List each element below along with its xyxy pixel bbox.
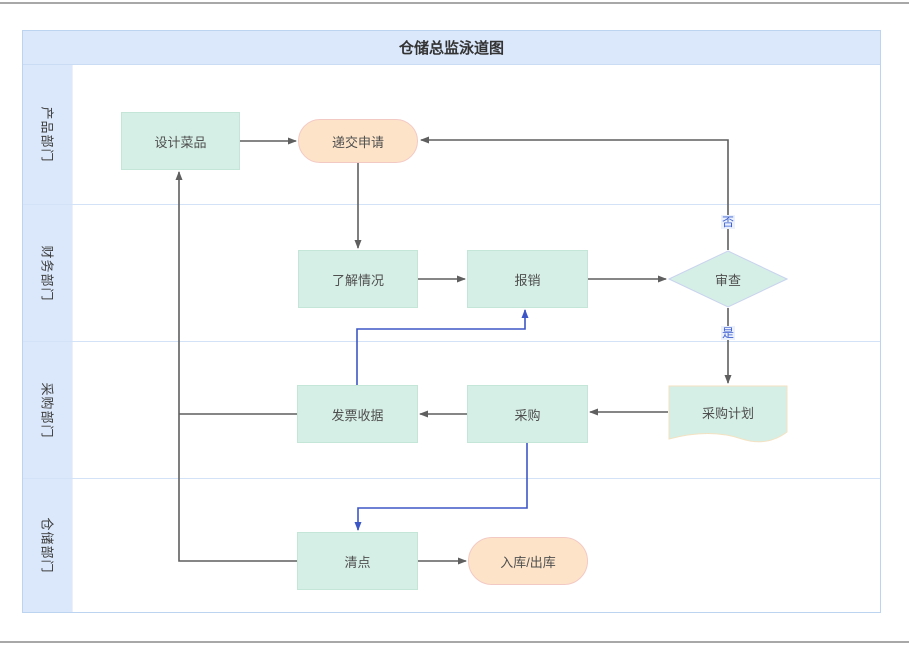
node-label: 审查 xyxy=(714,272,741,288)
node-label: 设计菜品 xyxy=(154,134,207,150)
node-purchase[interactable]: 采购 xyxy=(467,385,588,443)
node-submit[interactable]: 递交申请 xyxy=(298,119,418,163)
node-reimburse[interactable]: 报销 xyxy=(467,250,588,308)
node-label: 了解情况 xyxy=(331,272,384,288)
node-label: 采购计划 xyxy=(701,405,754,421)
lane-label-text: 采购部门 xyxy=(39,381,55,439)
decision-diamond-shape xyxy=(668,250,788,308)
node-label: 报销 xyxy=(514,272,541,288)
node-count[interactable]: 清点 xyxy=(297,532,418,590)
decision-branch-yes-label: 是 xyxy=(720,326,736,340)
node-label: 递交申请 xyxy=(331,134,384,150)
node-design[interactable]: 设计菜品 xyxy=(121,112,240,170)
lane-label-text: 仓储部门 xyxy=(39,517,55,574)
node-invoice[interactable]: 发票收据 xyxy=(297,385,418,443)
diagram-title: 仓储总监泳道图 xyxy=(23,31,880,65)
lane-label-text: 产品部门 xyxy=(39,106,55,163)
node-label: 采购 xyxy=(514,407,541,423)
node-label: 入库/出库 xyxy=(500,554,556,570)
lane-label-warehouse[interactable]: 仓储部门 xyxy=(23,479,73,612)
top-divider xyxy=(0,2,909,4)
node-label: 清点 xyxy=(344,554,371,570)
node-understand[interactable]: 了解情况 xyxy=(298,250,418,308)
document-shape xyxy=(668,385,788,443)
lane-warehouse: 仓储部门 xyxy=(23,479,880,612)
node-review[interactable]: 审查 xyxy=(668,250,788,308)
lane-label-procurement[interactable]: 采购部门 xyxy=(23,342,73,478)
node-label: 发票收据 xyxy=(331,407,384,423)
lane-label-product[interactable]: 产品部门 xyxy=(23,65,73,204)
bottom-divider xyxy=(0,641,909,643)
node-plan[interactable]: 采购计划 xyxy=(668,385,788,449)
lane-label-finance[interactable]: 财务部门 xyxy=(23,205,73,341)
lane-label-text: 财务部门 xyxy=(39,244,55,302)
node-inout[interactable]: 入库/出库 xyxy=(468,537,588,585)
decision-branch-no-label: 否 xyxy=(720,215,736,229)
